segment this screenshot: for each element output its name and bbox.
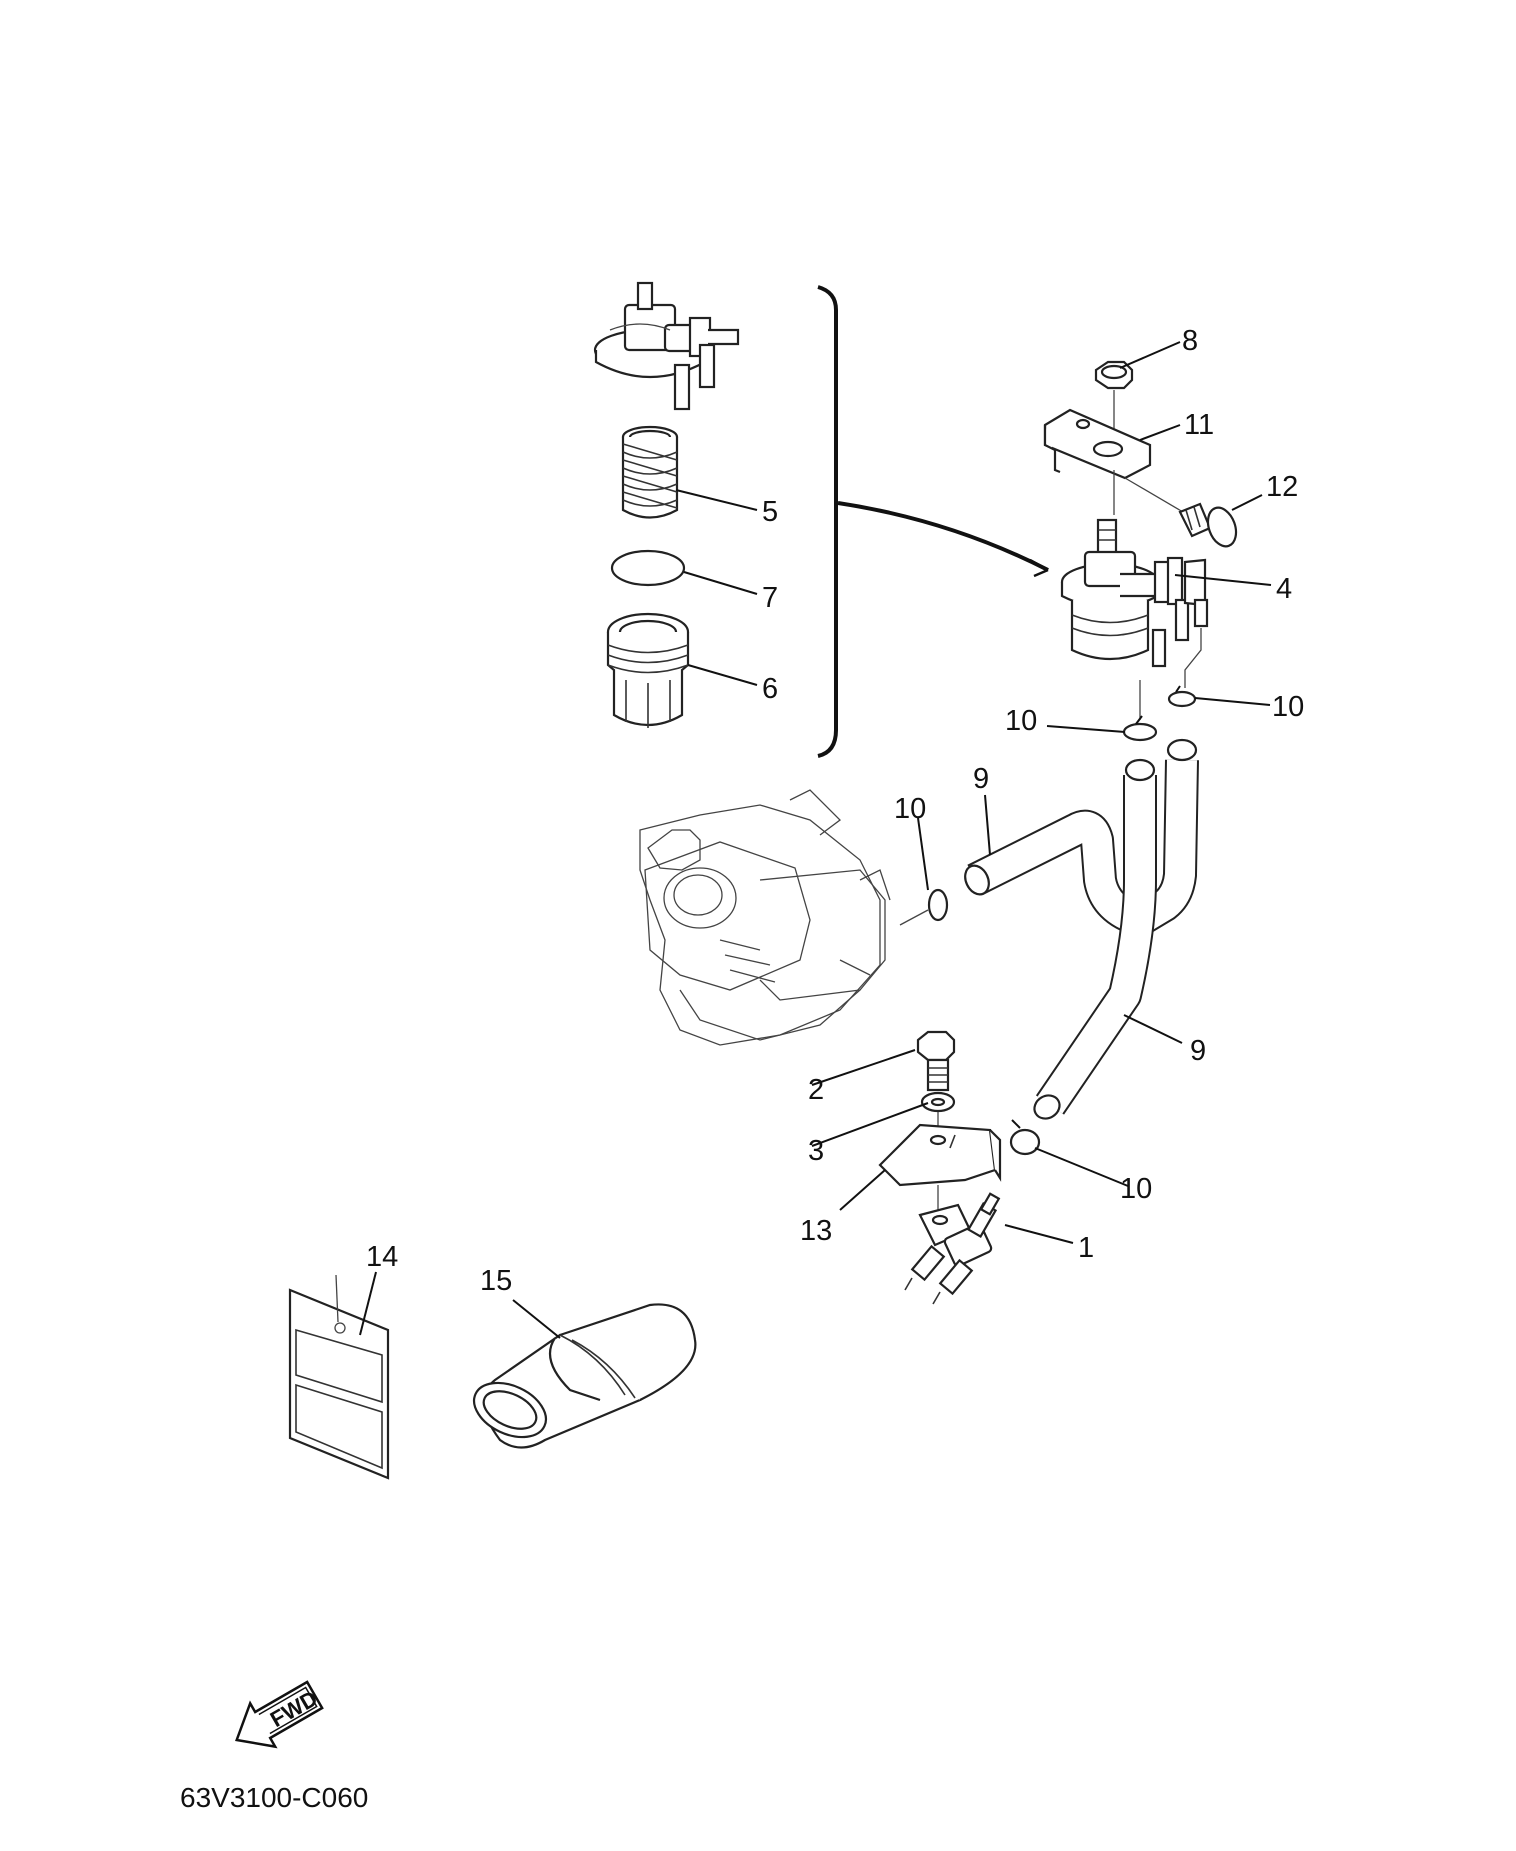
- callout-4: 4: [1276, 573, 1292, 605]
- o-ring: [610, 549, 686, 587]
- leader-lines: [359, 341, 1272, 1339]
- fuel-hose-upper: [964, 738, 1199, 937]
- hose-clip-lower: [1009, 1119, 1041, 1156]
- callout-10-left: 10: [1005, 705, 1037, 737]
- callout-12: 12: [1266, 471, 1298, 503]
- callout-10-carb: 10: [894, 793, 926, 825]
- callout-15: 15: [480, 1265, 512, 1297]
- callout-1: 1: [1078, 1232, 1094, 1264]
- hose-clip-carburetor: [899, 888, 949, 926]
- bolt: [916, 1030, 956, 1092]
- group-bracket: [817, 285, 1049, 758]
- callout-10-lower: 10: [1120, 1173, 1152, 1205]
- callout-6: 6: [762, 673, 778, 705]
- callout-11: 11: [1184, 409, 1214, 441]
- callout-10-right: 10: [1272, 691, 1304, 723]
- filter-cap-assembly: [593, 281, 740, 411]
- filter-cup: [606, 612, 690, 728]
- hose-clip-upper-left: [1122, 715, 1158, 742]
- callout-2: 2: [808, 1074, 824, 1106]
- callout-5: 5: [762, 496, 778, 528]
- caution-label: [288, 1274, 390, 1480]
- callout-9-upper: 9: [973, 763, 989, 795]
- screw: [1178, 502, 1238, 548]
- callout-14: 14: [366, 1241, 398, 1273]
- fuel-hose-lower: [1033, 758, 1157, 1120]
- intake-silencer: [472, 1303, 697, 1449]
- fwd-arrow-icon: FWD: [235, 1680, 324, 1749]
- filter-bracket: [1043, 408, 1184, 515]
- fuel-filter-assembly: [1060, 518, 1209, 720]
- fuel-joint: [904, 1192, 1001, 1305]
- callout-3: 3: [808, 1135, 824, 1167]
- filter-element: [621, 425, 679, 519]
- callout-8: 8: [1182, 325, 1198, 357]
- callout-9-lower: 9: [1190, 1035, 1206, 1067]
- callout-13: 13: [800, 1215, 832, 1247]
- carburetor: [639, 789, 891, 1046]
- joint-bracket: [878, 1123, 1002, 1215]
- callout-7: 7: [762, 582, 778, 614]
- diagram-code: 63V3100-C060: [180, 1782, 368, 1813]
- hose-clip-upper-right: [1167, 685, 1197, 708]
- callouts: 1 2 3 4 5 6 7 8 9 9 10 10 10 10 11 12 13…: [366, 325, 1304, 1297]
